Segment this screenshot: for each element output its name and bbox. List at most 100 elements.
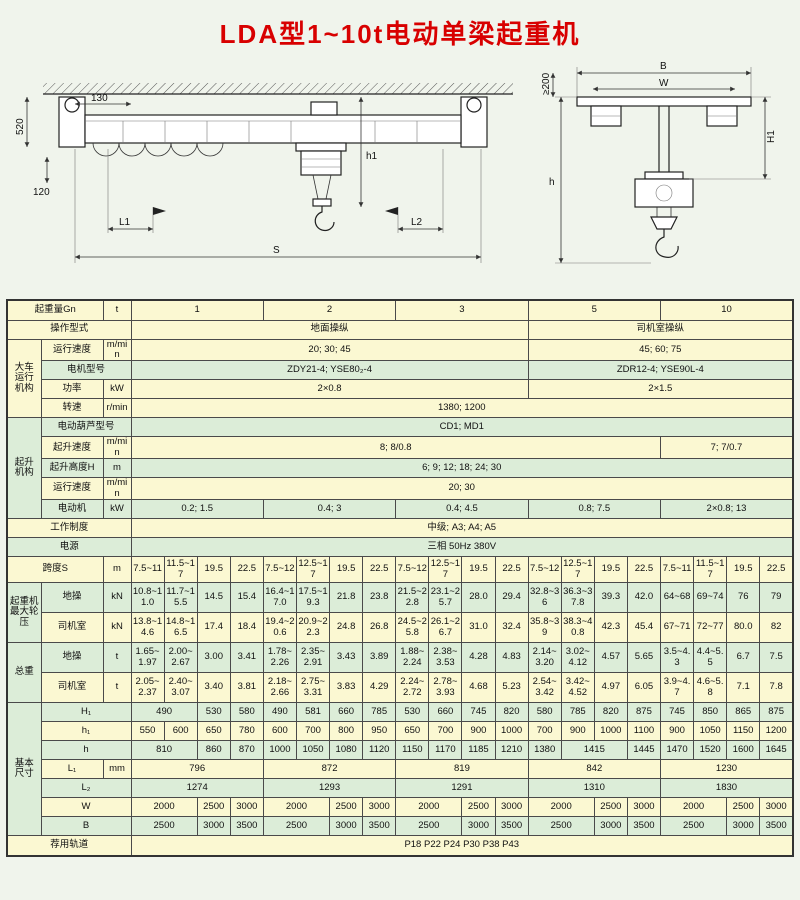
table-cell: 19.5	[593, 556, 628, 584]
table-cell: 45.4	[626, 612, 662, 644]
table-cell: 3	[395, 299, 529, 321]
table-cell: 2	[262, 299, 397, 321]
table-cell: 490	[130, 702, 198, 723]
table-cell: 4.6~5.8	[693, 672, 728, 704]
dim-B-label: B	[660, 61, 667, 72]
table-cell: 29.4	[494, 582, 529, 614]
table-cell: 2000	[262, 797, 331, 818]
table-cell: 22.5	[759, 556, 794, 584]
row-label: 电源	[6, 537, 132, 558]
dimensions: 130 520 120 h1 L1 L2	[15, 93, 482, 263]
dim-200-label: ≥200	[541, 72, 552, 95]
table-cell: 3500	[229, 816, 264, 837]
table-cell: 中级; A3; A4; A5	[130, 518, 794, 539]
table-cell: 2000	[659, 797, 728, 818]
unit-label: m/min	[102, 477, 132, 501]
row-label: L₁	[40, 759, 104, 780]
table-cell: 1	[130, 299, 264, 321]
table-cell: 19.5	[196, 556, 231, 584]
crane-side-view-drawing: 130 520 120 h1 L1 L2	[15, 83, 513, 263]
table-cell: 36.3~37.8	[560, 582, 595, 614]
table-cell: 22.5	[362, 556, 397, 584]
table-cell: 1185	[461, 740, 496, 761]
table-cell: 745	[461, 702, 496, 723]
table-cell: 819	[395, 759, 529, 780]
dim-h-label: h	[549, 177, 555, 188]
row-label: 操作型式	[6, 319, 132, 340]
table-cell: 1.65~1.97	[130, 642, 165, 674]
table-cell: 24.5~25.8	[395, 612, 430, 644]
table-cell: 1000	[593, 721, 628, 742]
dim-W-label: W	[659, 78, 669, 89]
unit-label: m/min	[102, 436, 132, 460]
table-cell: 5.65	[626, 642, 662, 674]
dim-L2-label: L2	[411, 217, 423, 228]
unit-label: kN	[102, 612, 132, 644]
table-cell: 20.9~22.3	[295, 612, 331, 644]
table-cell: 780	[229, 721, 264, 742]
table-cell: 0.2; 1.5	[130, 499, 264, 520]
table-cell: 0.4; 4.5	[395, 499, 529, 520]
row-label: 转速	[40, 398, 104, 419]
table-cell: 660	[428, 702, 463, 723]
table-cell: 28.0	[461, 582, 496, 614]
table-cell: 3500	[626, 816, 662, 837]
table-cell: 64~68	[659, 582, 695, 614]
festoon-cable	[92, 142, 224, 157]
table-cell: 1100	[626, 721, 662, 742]
table-cell: 17.5~19.3	[295, 582, 331, 614]
crane-end-view-drawing: B W ≥200	[541, 61, 777, 264]
table-cell: 842	[527, 759, 662, 780]
unit-label: kW	[102, 499, 132, 520]
table-cell: 26.8	[362, 612, 397, 644]
table-cell: 4.4~5.5	[693, 642, 728, 674]
table-cell: 2×0.8	[130, 379, 529, 400]
table-cell: 4.83	[494, 642, 529, 674]
table-cell: 2×1.5	[527, 379, 794, 400]
row-label: 起重量Gn	[6, 299, 104, 321]
hook-icon	[314, 206, 335, 232]
table-cell: ZDR12-4; YSE90L-4	[527, 360, 794, 381]
table-cell: 1600	[726, 740, 761, 761]
unit-label: m/min	[102, 338, 132, 362]
table-cell: 22.5	[626, 556, 662, 584]
row-label: W	[40, 797, 132, 818]
table-cell: 1050	[693, 721, 728, 742]
table-cell: 580	[229, 702, 264, 723]
table-cell: 2500	[329, 797, 364, 818]
table-cell: 796	[130, 759, 264, 780]
section-flag-icon	[385, 207, 398, 215]
table-cell: 3.5~4.3	[659, 642, 695, 674]
end-truck-wheel	[64, 97, 80, 113]
table-cell: ZDY21-4; YSE80₂-4	[130, 360, 529, 381]
table-cell: 69~74	[693, 582, 728, 614]
section-flag-icon	[153, 207, 166, 215]
row-label: 起升速度	[40, 436, 104, 460]
table-cell: 32.4	[494, 612, 529, 644]
table-cell: 23.8	[362, 582, 397, 614]
row-label: 工作制度	[6, 518, 132, 539]
table-cell: 860	[196, 740, 231, 761]
unit-label: mm	[102, 759, 132, 780]
table-cell: 875	[626, 702, 662, 723]
table-cell: 820	[593, 702, 628, 723]
table-cell: 1120	[362, 740, 397, 761]
table-cell: 11.5~17	[163, 556, 198, 584]
table-cell: 3500	[494, 816, 529, 837]
table-cell: 550	[130, 721, 165, 742]
dim-520-label: 520	[15, 118, 26, 135]
row-group-label: 起升 机构	[6, 417, 42, 520]
table-cell: 3000	[626, 797, 662, 818]
table-cell: 1200	[759, 721, 794, 742]
table-cell: 14.5	[196, 582, 231, 614]
row-label: B	[40, 816, 132, 837]
girder-cross-section	[576, 96, 752, 180]
